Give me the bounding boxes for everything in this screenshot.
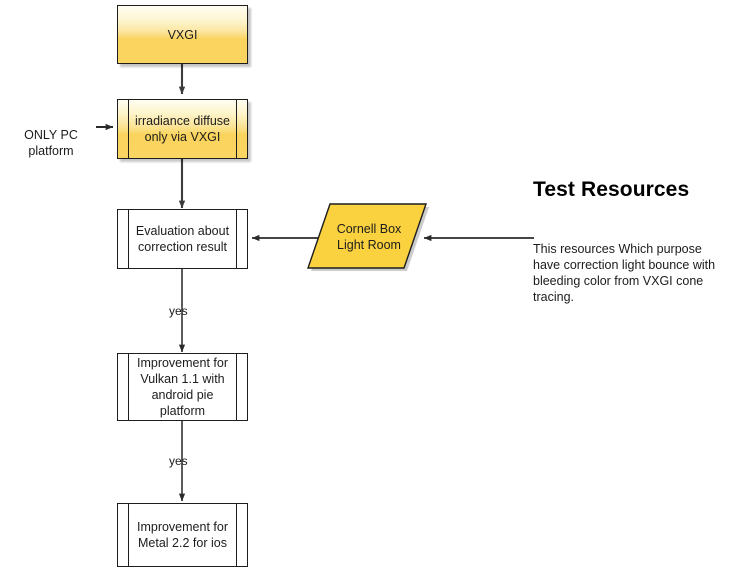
predef-bar-right	[236, 100, 237, 158]
node-vulkan-improvement-label: Improvement for Vulkan 1.1 with android …	[136, 356, 228, 418]
heading-test-resources: Test Resources	[533, 178, 690, 201]
edge-label-yes-vulkan-metal: yes	[169, 454, 188, 468]
predef-bar-left	[128, 354, 129, 420]
node-vxgi-label: VXGI	[167, 27, 198, 42]
predef-bar-left	[128, 100, 129, 158]
predef-bar-right	[236, 504, 237, 566]
node-metal-improvement-label: Improvement for Metal 2.2 for ios	[136, 520, 228, 550]
annotation-only-pc-platform: ONLY PC platform	[24, 128, 78, 158]
predef-bar-left	[128, 504, 129, 566]
node-vulkan-improvement[interactable]: Improvement for Vulkan 1.1 with android …	[117, 353, 248, 421]
node-vxgi[interactable]: VXGI	[117, 5, 248, 64]
predef-bar-right	[236, 210, 237, 268]
node-irradiance-label: irradiance diffuse only via VXGI	[135, 114, 230, 144]
annotation-test-resources-body: This resources Which purpose have correc…	[533, 242, 716, 304]
node-cornell-box[interactable]: Cornell Box Light Room	[304, 198, 430, 276]
node-evaluation[interactable]: Evaluation about correction result	[117, 209, 248, 269]
edge-label-yes-evaluation-vulkan: yes	[169, 304, 188, 318]
predef-bar-left	[128, 210, 129, 268]
node-irradiance[interactable]: irradiance diffuse only via VXGI	[117, 99, 248, 159]
node-evaluation-label: Evaluation about correction result	[135, 224, 230, 254]
predef-bar-right	[236, 354, 237, 420]
parallelogram-shape	[307, 203, 427, 269]
node-metal-improvement[interactable]: Improvement for Metal 2.2 for ios	[117, 503, 248, 567]
